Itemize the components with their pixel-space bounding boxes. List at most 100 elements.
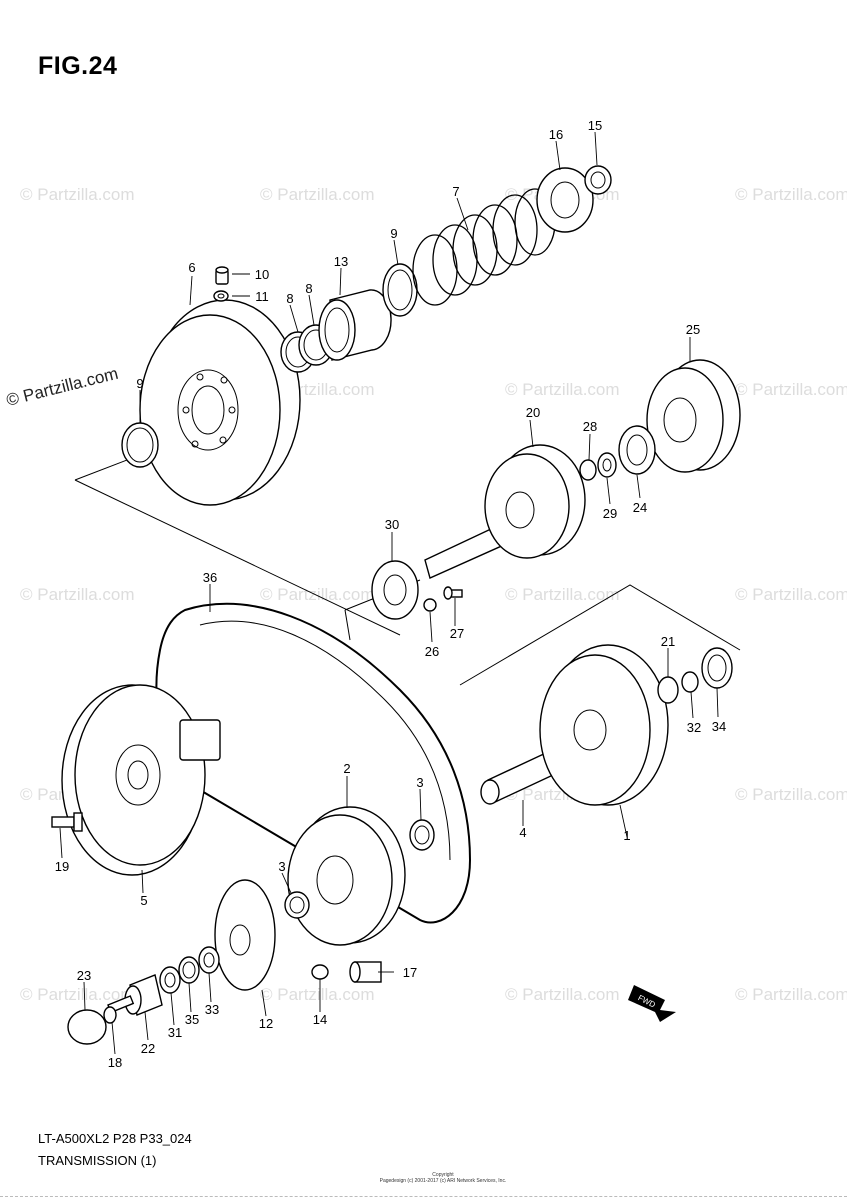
part-number-label[interactable]: 2 [343, 761, 350, 776]
washer[interactable] [198, 946, 220, 974]
part-number-label[interactable]: 24 [633, 500, 647, 515]
watermark-text: © Partzilla.com [260, 585, 375, 604]
figure-footer: LT-A500XL2 P28 P33_024 TRANSMISSION (1) [38, 1128, 192, 1172]
part-number-label[interactable]: 16 [549, 127, 563, 142]
part-number-label[interactable]: 22 [141, 1041, 155, 1056]
o-ring[interactable] [382, 263, 418, 317]
watermark-text: © Partzilla.com [4, 364, 120, 410]
figure-title: FIG.24 [38, 52, 118, 80]
part-number-label[interactable]: 3 [416, 775, 423, 790]
model-code: LT-A500XL2 P28 P33_024 [38, 1131, 192, 1146]
part-number-label[interactable]: 1 [623, 828, 630, 843]
fixed-drive-face[interactable] [139, 299, 301, 506]
part-number-label[interactable]: 7 [452, 184, 459, 199]
spring-seat[interactable] [536, 167, 594, 233]
washer[interactable] [213, 290, 229, 302]
watermark-text: © Partzilla.com [735, 380, 847, 399]
part-number-label[interactable]: 14 [313, 1012, 327, 1027]
part-number-label[interactable]: 21 [661, 634, 675, 649]
copyright-heading: Copyright [432, 1172, 454, 1178]
part-number-label[interactable]: 4 [519, 825, 526, 840]
nut[interactable] [124, 974, 163, 1016]
watermark-text: © Partzilla.com [20, 585, 135, 604]
part-number-labels: 6 10 11 8 8 13 9 7 16 15 9 25 20 28 29 2… [55, 118, 726, 1070]
o-ring[interactable] [121, 422, 159, 468]
part-number-label[interactable]: 32 [687, 720, 701, 735]
part-number-label[interactable]: 33 [205, 1002, 219, 1017]
forward-arrow: FWD [628, 985, 676, 1022]
screw[interactable] [443, 586, 463, 600]
movable-drive-face[interactable] [287, 806, 406, 946]
oil-seal[interactable] [701, 647, 733, 689]
watermark-text: © Partzilla.com [20, 185, 135, 204]
leader-lines [59, 131, 719, 1055]
driven-clutch-shaft[interactable] [424, 444, 586, 579]
section-title: TRANSMISSION (1) [38, 1153, 157, 1168]
part-number-label[interactable]: 15 [588, 118, 602, 133]
watermark-text: © Partzilla.com [20, 985, 135, 1004]
part-number-label[interactable]: 25 [686, 322, 700, 337]
spacer[interactable] [159, 966, 181, 994]
bushing[interactable] [579, 459, 597, 481]
drive-fan[interactable] [214, 879, 276, 991]
page-bottom-rule [0, 1196, 847, 1197]
watermark-text: © Partzilla.com [735, 985, 847, 1004]
part-number-label[interactable]: 29 [603, 506, 617, 521]
seal-ring[interactable] [284, 891, 310, 919]
part-number-label[interactable]: 31 [168, 1025, 182, 1040]
movable-driven-face[interactable] [539, 644, 669, 806]
part-number-label[interactable]: 23 [77, 968, 91, 983]
clutch-housing[interactable] [646, 359, 741, 473]
part-number-label[interactable]: 5 [140, 893, 147, 908]
ball-bearing[interactable] [371, 560, 419, 620]
bolt[interactable] [103, 995, 135, 1024]
part-number-label[interactable]: 9 [390, 226, 397, 241]
part-number-label[interactable]: 26 [425, 644, 439, 659]
bushing[interactable] [349, 961, 382, 983]
part-number-label[interactable]: 28 [583, 419, 597, 434]
compression-spring[interactable] [412, 188, 556, 306]
oil-seal[interactable] [681, 671, 699, 693]
watermark-text: © Partzilla.com [260, 985, 375, 1004]
driven-face[interactable] [61, 684, 221, 876]
nut[interactable] [584, 165, 612, 195]
watermark-text: © Partzilla.com [505, 585, 620, 604]
part-number-label[interactable]: 8 [305, 281, 312, 296]
seal-ring[interactable] [657, 676, 679, 704]
watermark-text: © Partzilla.com [735, 585, 847, 604]
seal-ring[interactable] [409, 819, 435, 851]
o-ring[interactable] [178, 956, 200, 984]
copyright-notice: Copyright Pagedesign (c) 2001-2017 (c) A… [368, 1172, 518, 1184]
washer[interactable] [597, 452, 617, 478]
part-number-label[interactable]: 36 [203, 570, 217, 585]
watermark-text: © Partzilla.com [505, 985, 620, 1004]
part-number-label[interactable]: 10 [255, 267, 269, 282]
part-number-label[interactable]: 17 [403, 965, 417, 980]
needle-bearing[interactable] [618, 425, 656, 475]
part-number-label[interactable]: 19 [55, 859, 69, 874]
part-number-label[interactable]: 9 [136, 376, 143, 391]
part-number-label[interactable]: 13 [334, 254, 348, 269]
part-number-label[interactable]: 34 [712, 719, 726, 734]
clip[interactable] [311, 964, 329, 980]
part-number-label[interactable]: 8 [286, 291, 293, 306]
part-number-label[interactable]: 6 [188, 260, 195, 275]
watermark-text: © Partzilla.com [260, 185, 375, 204]
part-number-label[interactable]: 18 [108, 1055, 122, 1070]
part-number-label[interactable]: 12 [259, 1016, 273, 1031]
bolt[interactable] [51, 812, 83, 832]
pin[interactable] [215, 266, 229, 285]
part-number-label[interactable]: 30 [385, 517, 399, 532]
watermark-text: © Partzilla.com [505, 380, 620, 399]
part-number-label[interactable]: 35 [185, 1012, 199, 1027]
part-number-label[interactable]: 20 [526, 405, 540, 420]
watermark-text: © Partzilla.com [735, 785, 847, 804]
cap[interactable] [67, 1009, 107, 1045]
part-number-label[interactable]: 3 [278, 859, 285, 874]
part-number-label[interactable]: 27 [450, 626, 464, 641]
washer[interactable] [423, 598, 437, 612]
collar[interactable] [318, 289, 392, 361]
copyright-line: Pagedesign (c) 2001-2017 (c) ARI Network… [379, 1178, 507, 1184]
part-number-label[interactable]: 11 [255, 289, 269, 304]
